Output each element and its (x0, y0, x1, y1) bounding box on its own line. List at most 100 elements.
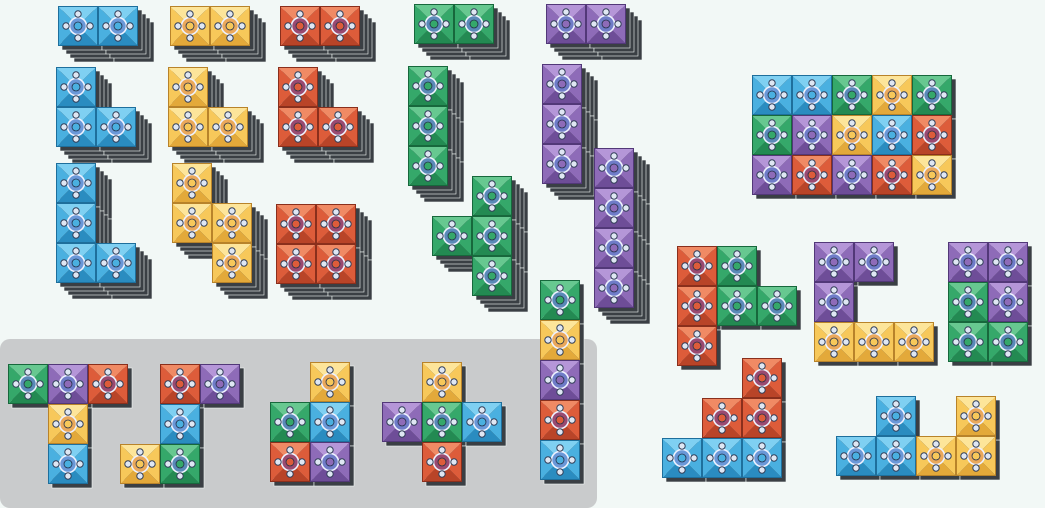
stack-yellow-domino-tile-0 (170, 6, 210, 46)
stack-green-domino-tile-1 (454, 4, 494, 44)
grid-3x5[interactable] (752, 75, 956, 199)
stack-purple-bar4[interactable] (594, 148, 650, 324)
tray-s-piece-tile-4 (160, 444, 200, 484)
grid-3x5-tile-11 (792, 155, 832, 195)
stack-green-bar-tile-0 (408, 66, 448, 106)
right-purple-yellow-tile-1 (854, 242, 894, 282)
stack-yellow-s-tile-1 (172, 203, 212, 243)
right-l-green-red-tile-0 (677, 246, 717, 286)
stack-red-square[interactable] (276, 204, 372, 300)
stack-blue-l-small-tile-2 (96, 107, 136, 147)
stack-yellow-l-small-tile-0 (168, 67, 208, 107)
stack-blue-l-large-tile-0 (56, 163, 96, 203)
grid-3x5-tile-12 (832, 155, 872, 195)
stack-red-l-small-tile-1 (278, 107, 318, 147)
stack-red-domino-tile-1 (320, 6, 360, 46)
stack-yellow-l-small-tile-2 (208, 107, 248, 147)
right-purple-green-tile-1 (988, 242, 1028, 282)
stack-red-l-small-tile-0 (278, 67, 318, 107)
grid-3x5-tile-13 (872, 155, 912, 195)
grid-3x5-tile-14 (912, 155, 952, 195)
tray-t-piece-tile-4 (48, 444, 88, 484)
right-blue-yellow-tile-2 (876, 436, 916, 476)
stack-red-square-tile-2 (276, 244, 316, 284)
stack-blue-l-small-tile-1 (56, 107, 96, 147)
right-purple-green[interactable] (948, 242, 1032, 366)
stack-green-t-tile-1 (432, 216, 472, 256)
grid-3x5-tile-3 (872, 75, 912, 115)
right-purple-green-tile-5 (988, 322, 1028, 362)
right-blue-yellow-tile-1 (836, 436, 876, 476)
tray-plus-piece-tile-2 (422, 402, 462, 442)
grid-3x5-tile-2 (832, 75, 872, 115)
stack-purple-bar4-tile-3 (594, 268, 634, 308)
tray-zig-piece-tile-0 (310, 362, 350, 402)
grid-3x5-tile-5 (752, 115, 792, 155)
stack-green-t-tile-2 (472, 216, 512, 256)
right-red-blue-tile-1 (702, 398, 742, 438)
mixed-column-tile-2 (540, 360, 580, 400)
stack-blue-l-small-tile-0 (56, 67, 96, 107)
stack-red-square-tile-0 (276, 204, 316, 244)
right-purple-green-tile-4 (948, 322, 988, 362)
tray-zig-piece-tile-2 (310, 402, 350, 442)
stack-blue-domino-tile-0 (58, 6, 98, 46)
stack-red-domino[interactable] (280, 6, 376, 62)
stack-green-domino[interactable] (414, 4, 510, 60)
tray-t-piece-tile-3 (48, 404, 88, 444)
stack-purple-domino[interactable] (546, 4, 642, 60)
mixed-column-tile-1 (540, 320, 580, 360)
stack-purple-domino-tile-0 (546, 4, 586, 44)
tray-t-piece-tile-1 (48, 364, 88, 404)
tray-plus-piece-tile-3 (462, 402, 502, 442)
grid-3x5-tile-4 (912, 75, 952, 115)
tray-plus-piece-tile-4 (422, 442, 462, 482)
right-purple-green-tile-0 (948, 242, 988, 282)
right-purple-yellow-tile-5 (894, 322, 934, 362)
grid-3x5-tile-10 (752, 155, 792, 195)
stack-green-bar[interactable] (408, 66, 464, 202)
stack-yellow-domino[interactable] (170, 6, 266, 62)
mixed-column[interactable] (540, 280, 584, 484)
stack-red-domino-tile-0 (280, 6, 320, 46)
stack-yellow-s-tile-0 (172, 163, 212, 203)
right-red-blue-tile-4 (702, 438, 742, 478)
tray-s-piece-tile-3 (120, 444, 160, 484)
stack-blue-l-large-tile-3 (96, 243, 136, 283)
stack-green-bar-tile-2 (408, 146, 448, 186)
tray-s-piece-tile-0 (160, 364, 200, 404)
mixed-column-tile-0 (540, 280, 580, 320)
right-purple-yellow-tile-4 (854, 322, 894, 362)
mixed-column-tile-3 (540, 400, 580, 440)
stack-purple-bar4-tile-2 (594, 228, 634, 268)
right-blue-yellow-tile-3 (916, 436, 956, 476)
stack-red-l-small-tile-2 (318, 107, 358, 147)
stack-blue-domino[interactable] (58, 6, 154, 62)
mixed-column-tile-4 (540, 440, 580, 480)
right-purple-green-tile-2 (948, 282, 988, 322)
stack-green-t-tile-3 (472, 256, 512, 296)
right-l-green-red-tile-3 (717, 286, 757, 326)
tray-zig-piece-tile-1 (270, 402, 310, 442)
right-l-green-red-tile-5 (677, 326, 717, 366)
right-purple-green-tile-3 (988, 282, 1028, 322)
tray-zig-piece-tile-4 (310, 442, 350, 482)
right-l-green-red-tile-1 (717, 246, 757, 286)
tray-plus-piece-tile-0 (422, 362, 462, 402)
right-red-blue-tile-5 (742, 438, 782, 478)
stack-purple-bar4-tile-0 (594, 148, 634, 188)
stack-purple-bar3[interactable] (542, 64, 598, 200)
stack-yellow-l-small-tile-1 (168, 107, 208, 147)
stack-purple-domino-tile-1 (586, 4, 626, 44)
right-blue-yellow-tile-5 (956, 396, 996, 436)
stack-purple-bar3-tile-2 (542, 144, 582, 184)
grid-3x5-tile-8 (872, 115, 912, 155)
tray-t-piece-tile-2 (88, 364, 128, 404)
right-l-green-red-tile-2 (677, 286, 717, 326)
stack-blue-domino-tile-1 (98, 6, 138, 46)
stack-yellow-s-tile-3 (212, 243, 252, 283)
right-red-blue-tile-2 (742, 398, 782, 438)
tray-plus-piece-tile-1 (382, 402, 422, 442)
